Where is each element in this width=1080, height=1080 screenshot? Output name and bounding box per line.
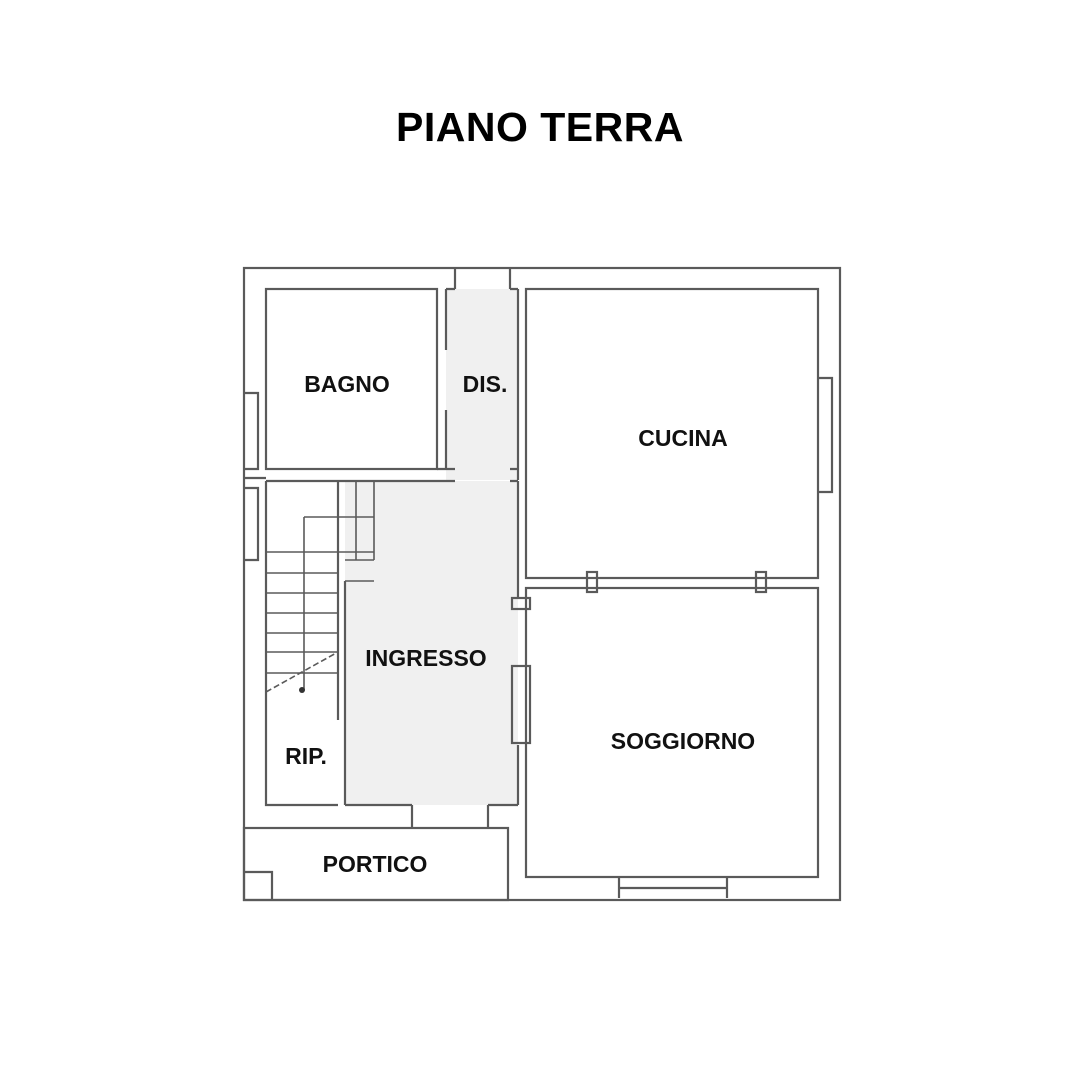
room-cucina [524, 287, 820, 580]
label-bagno: BAGNO [304, 371, 390, 397]
room-portico [242, 826, 510, 902]
staircase [265, 481, 375, 693]
room-dis [446, 289, 518, 480]
label-portico: PORTICO [323, 851, 428, 877]
outer-wall [242, 266, 842, 902]
interior-walls [244, 268, 834, 900]
label-ingresso: INGRESSO [365, 645, 486, 671]
label-dis: DIS. [463, 371, 508, 397]
label-rip: RIP. [285, 743, 327, 769]
label-soggiorno: SOGGIORNO [611, 728, 755, 754]
stair-arrow-dot [299, 687, 305, 693]
room-bagno [264, 287, 439, 471]
label-cucina: CUCINA [638, 425, 727, 451]
room-ingresso [345, 481, 518, 805]
room-soggiorno [524, 586, 820, 879]
floor-title: PIANO TERRA [396, 104, 684, 150]
